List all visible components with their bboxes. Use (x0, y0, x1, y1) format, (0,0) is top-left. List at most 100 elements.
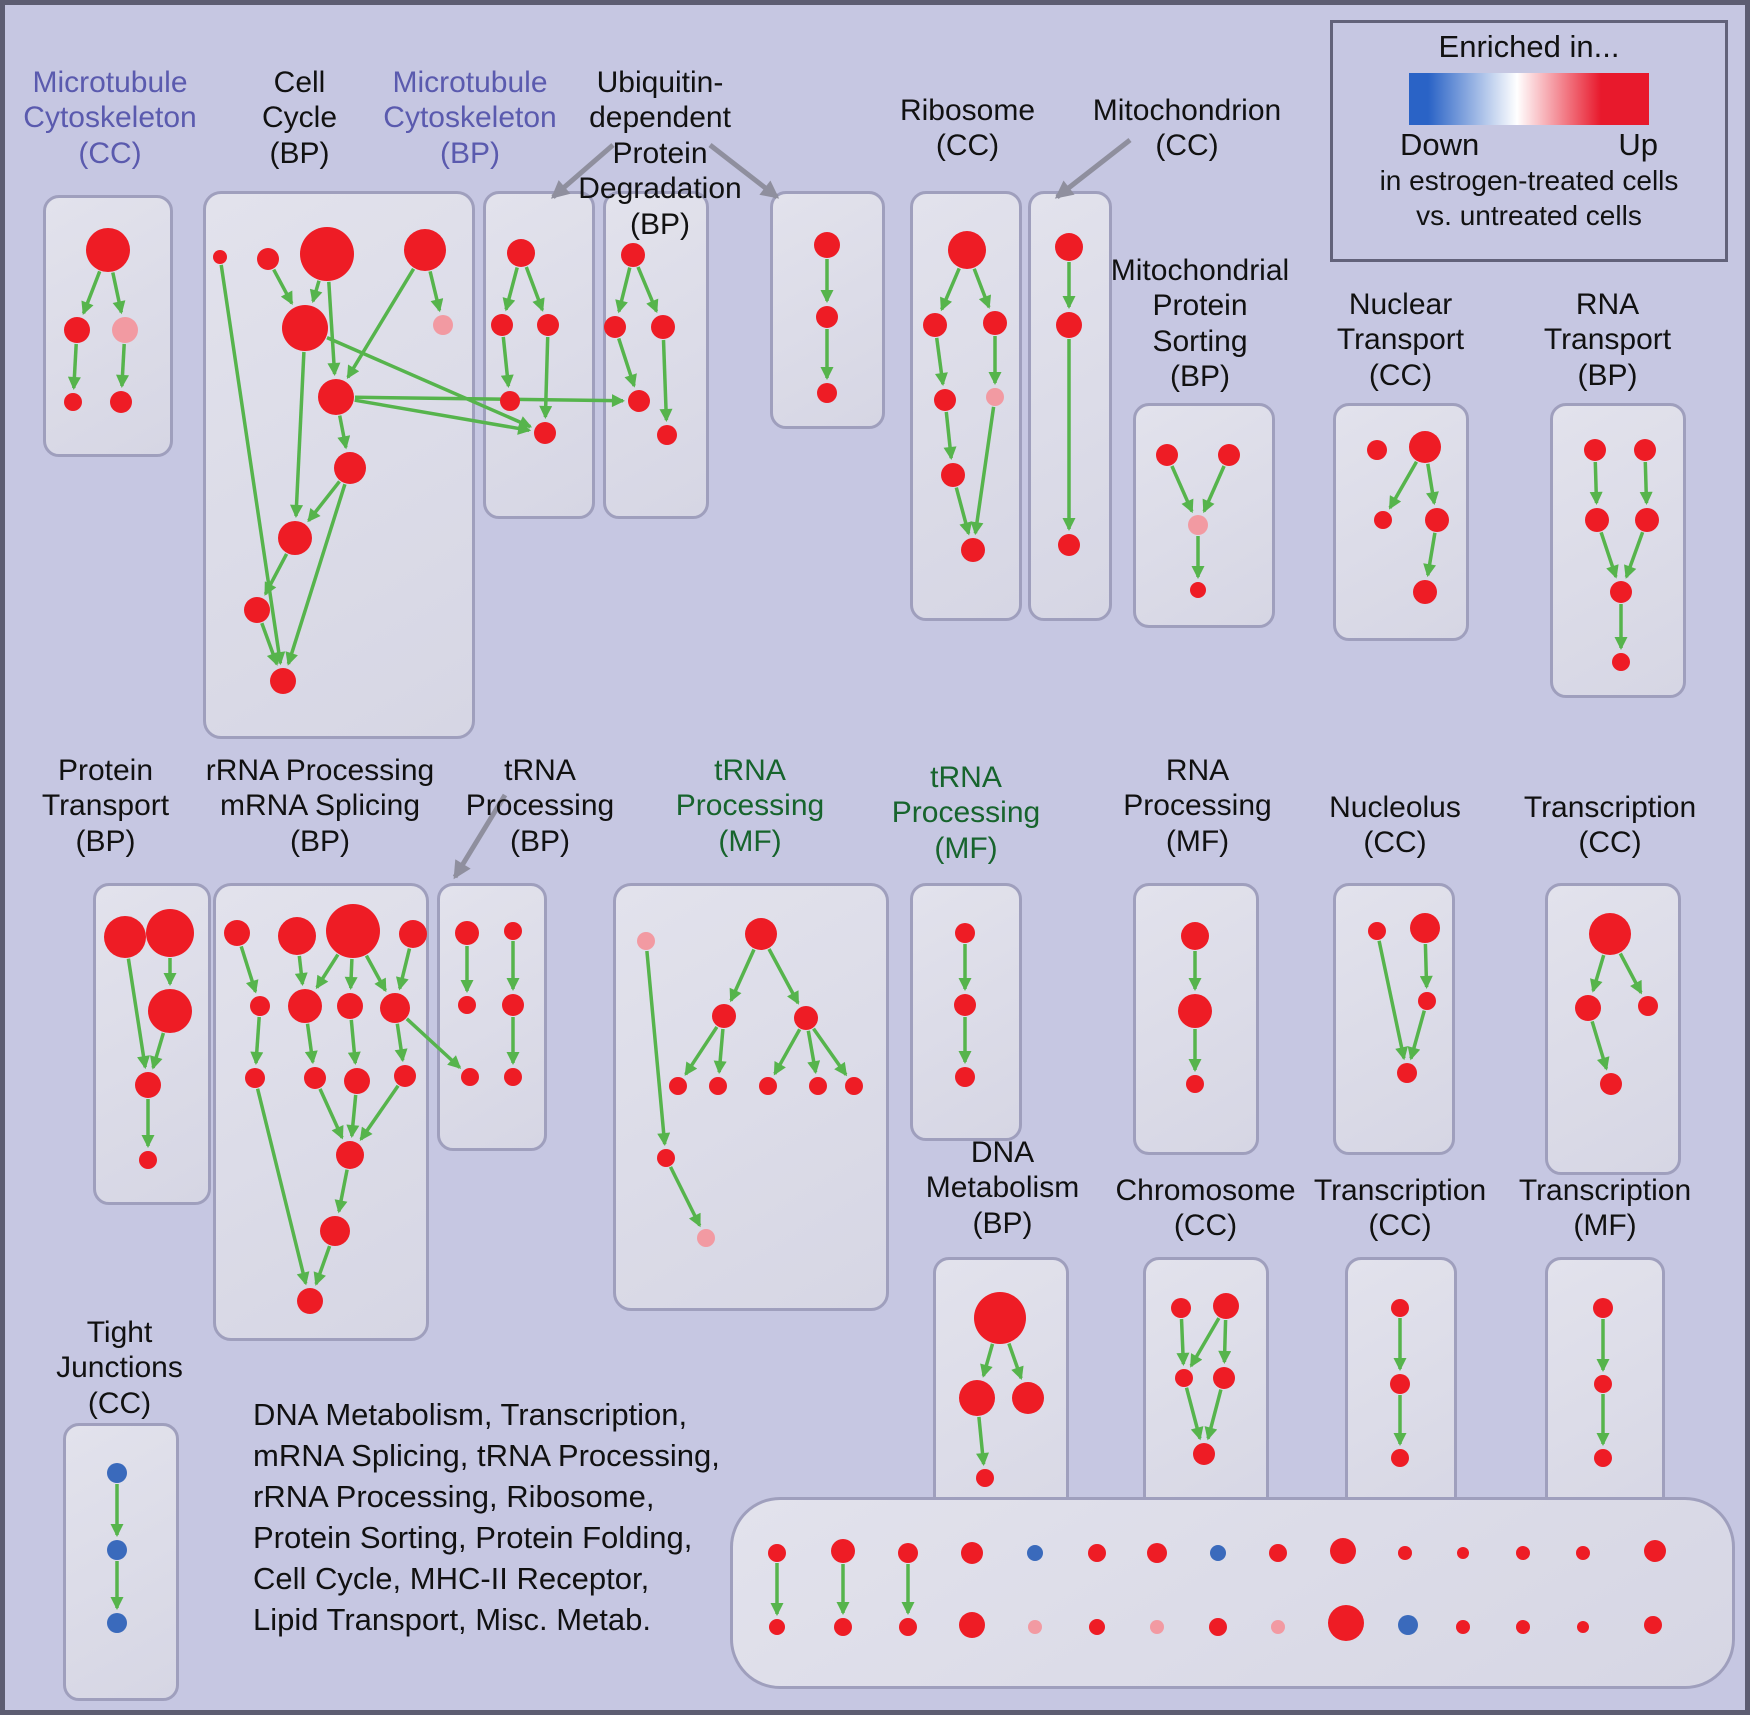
gene-node-e3 (817, 383, 837, 403)
gene-node-l8 (380, 993, 410, 1023)
gene-node-x1t (768, 1544, 786, 1562)
gene-node-x13t (1516, 1546, 1530, 1560)
edge-d1-d2 (615, 267, 632, 314)
gene-node-h1 (1156, 444, 1178, 466)
gene-node-b5 (282, 305, 328, 351)
gene-node-x12t (1457, 1547, 1469, 1559)
gene-node-d5 (657, 425, 677, 445)
gene-node-x10b (1328, 1605, 1364, 1641)
gene-node-h3 (1188, 515, 1208, 535)
edge-i2-i3 (1388, 460, 1419, 510)
gene-node-s3 (1012, 1382, 1044, 1414)
edge-q2-q3 (1419, 943, 1433, 989)
edge-b8-b11 (285, 483, 347, 666)
edge-b8-b9 (307, 480, 341, 523)
legend: Enriched in... Down Up in estrogen-treat… (1330, 20, 1728, 262)
edge-l9-l15 (255, 1088, 310, 1286)
gene-node-s4 (976, 1469, 994, 1487)
gene-node-b8 (334, 452, 366, 484)
edge-t3-t5 (1184, 1387, 1204, 1441)
edge-t2-t3 (1189, 1317, 1221, 1368)
gene-node-t5 (1193, 1443, 1215, 1465)
edge-s1-s3 (1007, 1342, 1024, 1381)
edge-l4-l8 (396, 948, 412, 991)
edge-n2-n3 (729, 948, 756, 1003)
cluster-box-rrna-mrna (213, 883, 429, 1341)
gene-node-x5b (1028, 1620, 1042, 1634)
edge-c2-c4 (500, 336, 514, 389)
gene-node-d4 (628, 390, 650, 412)
gene-node-a1 (86, 228, 130, 272)
legend-up-label: Up (1618, 127, 1658, 162)
gene-node-p3 (1186, 1075, 1204, 1093)
gene-node-l1 (224, 920, 250, 946)
edge-l8-l12 (394, 1023, 408, 1063)
edge-l12-l13 (359, 1084, 400, 1142)
edge-r1-r3 (1618, 952, 1643, 995)
gene-node-a2 (64, 317, 90, 343)
edge-n4-n9 (812, 1027, 848, 1077)
edge-l5-l9 (250, 1016, 264, 1065)
gene-node-l4 (399, 920, 427, 948)
edge-b7-b8 (337, 415, 351, 450)
gene-node-f1 (948, 231, 986, 269)
gene-node-j5 (1610, 581, 1632, 603)
legend-subtitle-line2: vs. untreated cells (1416, 200, 1642, 231)
gene-node-n5 (669, 1077, 687, 1095)
edge-c3-c5 (539, 336, 553, 419)
edge-h1-h3 (1170, 465, 1194, 514)
edge-t2-t4 (1218, 1319, 1232, 1364)
gene-node-t2 (1213, 1293, 1239, 1319)
gene-node-x13b (1516, 1620, 1530, 1634)
edge-b4-b6 (428, 270, 444, 313)
edge-j4-j5 (1624, 531, 1645, 579)
gene-node-b3 (300, 227, 354, 281)
gene-node-n11 (697, 1229, 715, 1247)
gene-node-x6b (1089, 1619, 1105, 1635)
gene-node-o2 (954, 994, 976, 1016)
gene-node-l2 (278, 917, 316, 955)
gene-node-t4 (1213, 1367, 1235, 1389)
gene-node-r1 (1589, 913, 1631, 955)
gene-node-j3 (1585, 508, 1609, 532)
misc-clusters-text: DNA Metabolism, Transcription, mRNA Spli… (253, 1397, 720, 1637)
edge-l2-l6 (294, 955, 308, 987)
edge-k1-k4 (126, 958, 150, 1070)
gene-node-b11 (270, 668, 296, 694)
edge-n2-n4 (767, 948, 800, 1005)
gene-node-n4 (794, 1006, 818, 1030)
gene-node-x15t (1644, 1540, 1666, 1562)
gene-node-n8 (809, 1077, 827, 1095)
edge-l7-l11 (347, 1019, 361, 1066)
network-canvas (64, 138, 1666, 1641)
gene-node-t3 (1175, 1369, 1193, 1387)
legend-updown-row: Down Up (1400, 127, 1658, 163)
legend-gradient-bar (1409, 73, 1649, 125)
edge-layer (67, 259, 1653, 1616)
gene-node-x7t (1147, 1543, 1167, 1563)
edge-j1-j3 (1589, 461, 1603, 505)
legend-title: Enriched in... (1438, 29, 1620, 64)
gene-node-p1 (1181, 922, 1209, 950)
gene-node-x14t (1576, 1546, 1590, 1560)
gene-node-f2 (923, 313, 947, 337)
edge-d3-d5 (659, 339, 673, 422)
edge-r2-r4 (1590, 1020, 1610, 1071)
gene-node-x9b (1271, 1620, 1285, 1634)
annotation-arrow-mitochondrion-to-box (1054, 138, 1132, 199)
gene-node-f6 (941, 463, 965, 487)
edge-l10-l13 (318, 1088, 344, 1140)
gene-node-c2 (491, 314, 513, 336)
gene-node-h4 (1190, 582, 1206, 598)
gene-node-l3 (326, 904, 380, 958)
edge-j2-j4 (1639, 461, 1653, 505)
gene-node-f5 (986, 388, 1004, 406)
edge-n10-n11 (668, 1166, 702, 1228)
gene-node-b4 (404, 229, 446, 271)
gene-node-l5 (250, 996, 270, 1016)
gene-node-j4 (1635, 508, 1659, 532)
gene-node-x3b (899, 1618, 917, 1636)
gene-node-n6 (709, 1077, 727, 1095)
edge-r1-r2 (1590, 954, 1606, 993)
